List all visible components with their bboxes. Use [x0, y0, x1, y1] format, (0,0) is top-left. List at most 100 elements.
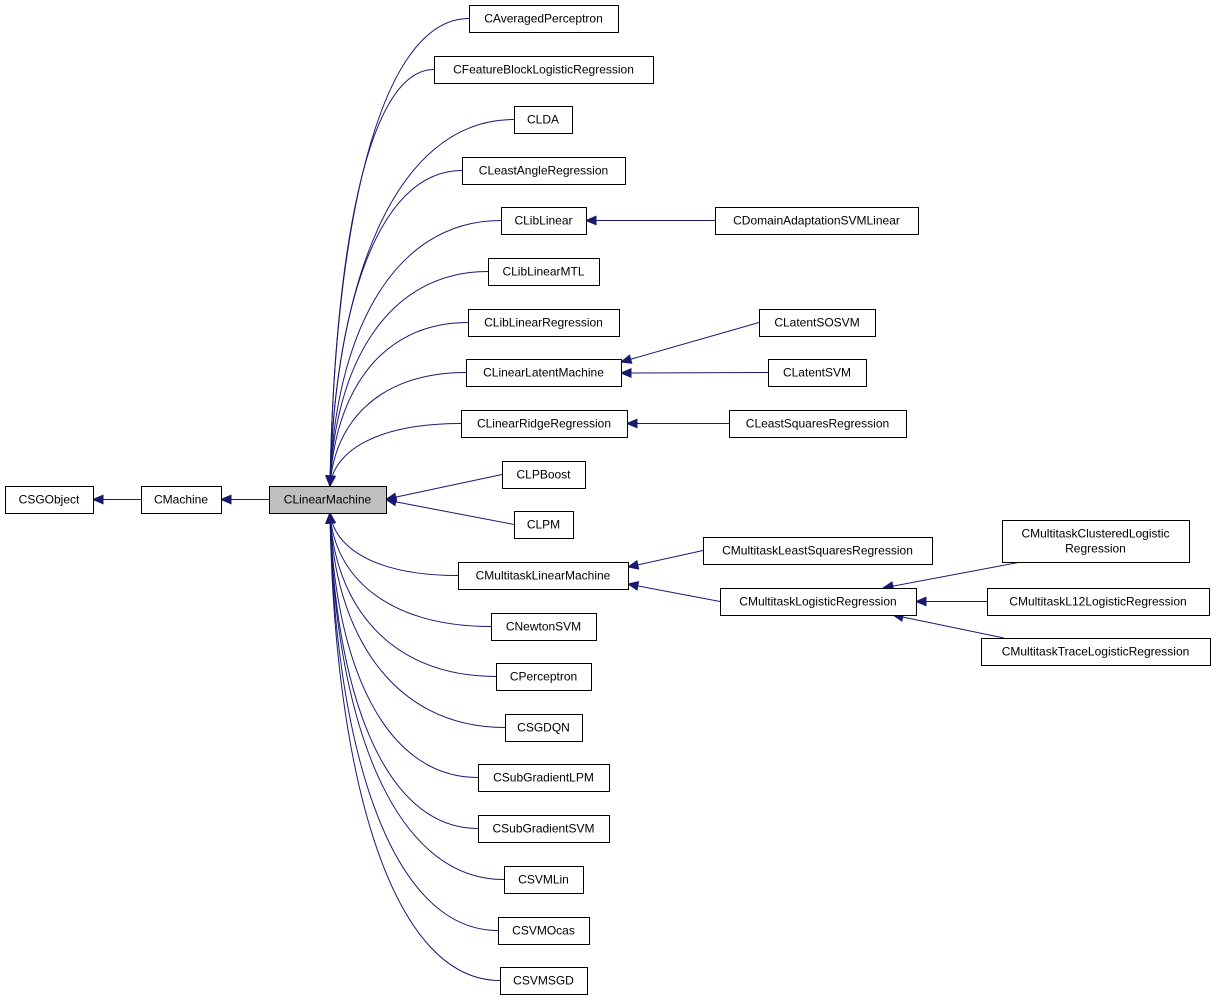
class-node-csgdqn[interactable]: CSGDQN [505, 714, 583, 742]
class-label: CLatentSOSVM [774, 316, 859, 330]
class-box [498, 917, 590, 945]
class-node-clinearmachine[interactable]: CLinearMachine [269, 486, 387, 514]
edge-line [329, 512, 479, 829]
class-label: CMultitaskLogisticRegression [739, 595, 896, 609]
class-box [141, 486, 222, 514]
class-node-clatentsvm[interactable]: CLatentSVM [768, 359, 867, 387]
class-box [461, 410, 628, 438]
class-box [703, 537, 933, 565]
class-node-cmultitasktracelogisticregression[interactable]: CMultitaskTraceLogisticRegression [981, 638, 1211, 666]
class-label: CMachine [154, 493, 208, 507]
class-box [491, 613, 597, 641]
class-node-cleastangleregression[interactable]: CLeastAngleRegression [462, 157, 626, 185]
inheritance-edges [91, 18, 1021, 981]
inheritance-edge [325, 170, 463, 488]
class-label: CLatentSVM [783, 366, 851, 380]
class-node-clatentsosvm[interactable]: CLatentSOSVM [759, 309, 876, 337]
class-node-cliblinear[interactable]: CLibLinear [501, 207, 587, 235]
inheritance-edge [914, 596, 987, 607]
edge-line [329, 423, 462, 487]
class-box [269, 486, 387, 514]
class-box [469, 5, 619, 33]
class-node-cleastsquaresregression[interactable]: CLeastSquaresRegression [729, 410, 907, 438]
inheritance-edge [384, 496, 515, 525]
class-box [759, 309, 876, 337]
class-box [504, 866, 584, 894]
class-node-clda[interactable]: CLDA [514, 106, 573, 134]
class-label: CLibLinearMTL [502, 265, 584, 279]
class-box [514, 106, 573, 134]
class-node-csgobject[interactable]: CSGObject [5, 486, 94, 514]
class-node-clinearlatentmachine[interactable]: CLinearLatentMachine [466, 359, 622, 387]
edge-line [329, 512, 497, 677]
class-label: CLinearLatentMachine [483, 366, 604, 380]
arrowhead [625, 418, 638, 429]
edge-line [620, 322, 760, 363]
class-label: CMultitaskTraceLogisticRegression [1002, 645, 1190, 659]
inheritance-edge [325, 511, 497, 677]
edge-line [620, 372, 769, 374]
inheritance-edge [626, 581, 721, 602]
inheritance-edge [325, 511, 479, 829]
class-box [505, 714, 583, 742]
class-label: CLPM [527, 518, 560, 532]
class-node-cmultitaskleastsquaresregression[interactable]: CMultitaskLeastSquaresRegression [703, 537, 933, 565]
class-box [715, 207, 919, 235]
class-node-caveragedperceptron[interactable]: CAveragedPerceptron [469, 5, 619, 33]
class-node-cmultitaskl12logisticregression[interactable]: CMultitaskL12LogisticRegression [987, 588, 1210, 616]
class-label: CSVMOcas [512, 924, 575, 938]
inheritance-edge [326, 423, 462, 488]
edge-line [627, 550, 704, 568]
class-node-cfeatureblocklogisticregression[interactable]: CFeatureBlockLogisticRegression [434, 56, 654, 84]
class-box [462, 157, 626, 185]
edge-line [329, 512, 492, 627]
class-label: CSGObject [19, 493, 80, 507]
class-node-cmultitasklinearmachine[interactable]: CMultitaskLinearMachine [458, 562, 629, 590]
class-node-cnewtonsvm[interactable]: CNewtonSVM [491, 613, 597, 641]
class-box [500, 967, 588, 995]
edge-line [393, 474, 503, 498]
edge-line [329, 512, 501, 981]
arrowhead [384, 496, 398, 507]
class-label: CLinearMachine [284, 493, 372, 507]
class-label: CPerceptron [510, 670, 577, 684]
class-node-cperceptron[interactable]: CPerceptron [496, 663, 592, 691]
class-label: CLibLinear [514, 214, 572, 228]
class-node-cliblinearmtl[interactable]: CLibLinearMTL [488, 258, 600, 286]
edge-line [329, 69, 435, 487]
class-label: CMultitaskLeastSquaresRegression [722, 544, 913, 558]
inheritance-edge [881, 561, 1021, 591]
class-box [502, 461, 586, 489]
class-node-cmultitasklogisticregression[interactable]: CMultitaskLogisticRegression [720, 588, 917, 616]
arrowhead [619, 354, 633, 364]
class-node-csvmocas[interactable]: CSVMOcas [498, 917, 590, 945]
class-node-csvmlin[interactable]: CSVMLin [504, 866, 584, 894]
class-node-csubgradientlpm[interactable]: CSubGradientLPM [478, 764, 610, 792]
inheritance-edge [625, 418, 729, 429]
class-node-clpboost[interactable]: CLPBoost [502, 461, 586, 489]
class-label: CLibLinearRegression [484, 316, 603, 330]
class-label: CFeatureBlockLogisticRegression [453, 63, 634, 77]
class-label: CNewtonSVM [506, 620, 581, 634]
class-label: CLeastAngleRegression [479, 164, 608, 178]
class-box [720, 588, 917, 616]
class-node-clpm[interactable]: CLPM [514, 511, 574, 539]
arrowhead [91, 494, 104, 505]
class-label: CDomainAdaptationSVMLinear [733, 214, 900, 228]
class-box [488, 258, 600, 286]
edge-line [393, 501, 515, 525]
class-node-csubgradientsvm[interactable]: CSubGradientSVM [478, 815, 610, 843]
arrowhead [219, 494, 232, 505]
class-node-cmachine[interactable]: CMachine [141, 486, 222, 514]
arrowhead [326, 475, 337, 488]
class-node-clinearridgeregression[interactable]: CLinearRidgeRegression [461, 410, 628, 438]
edge-line [329, 220, 502, 487]
class-label: CLPBoost [516, 468, 571, 482]
arrowhead [325, 511, 336, 524]
arrowhead [626, 581, 640, 591]
class-node-csvmsgd[interactable]: CSVMSGD [500, 967, 588, 995]
class-node-cliblinearregression[interactable]: CLibLinearRegression [468, 309, 620, 337]
class-node-cdomainadaptationsvmlinear[interactable]: CDomainAdaptationSVMLinear [715, 207, 919, 235]
